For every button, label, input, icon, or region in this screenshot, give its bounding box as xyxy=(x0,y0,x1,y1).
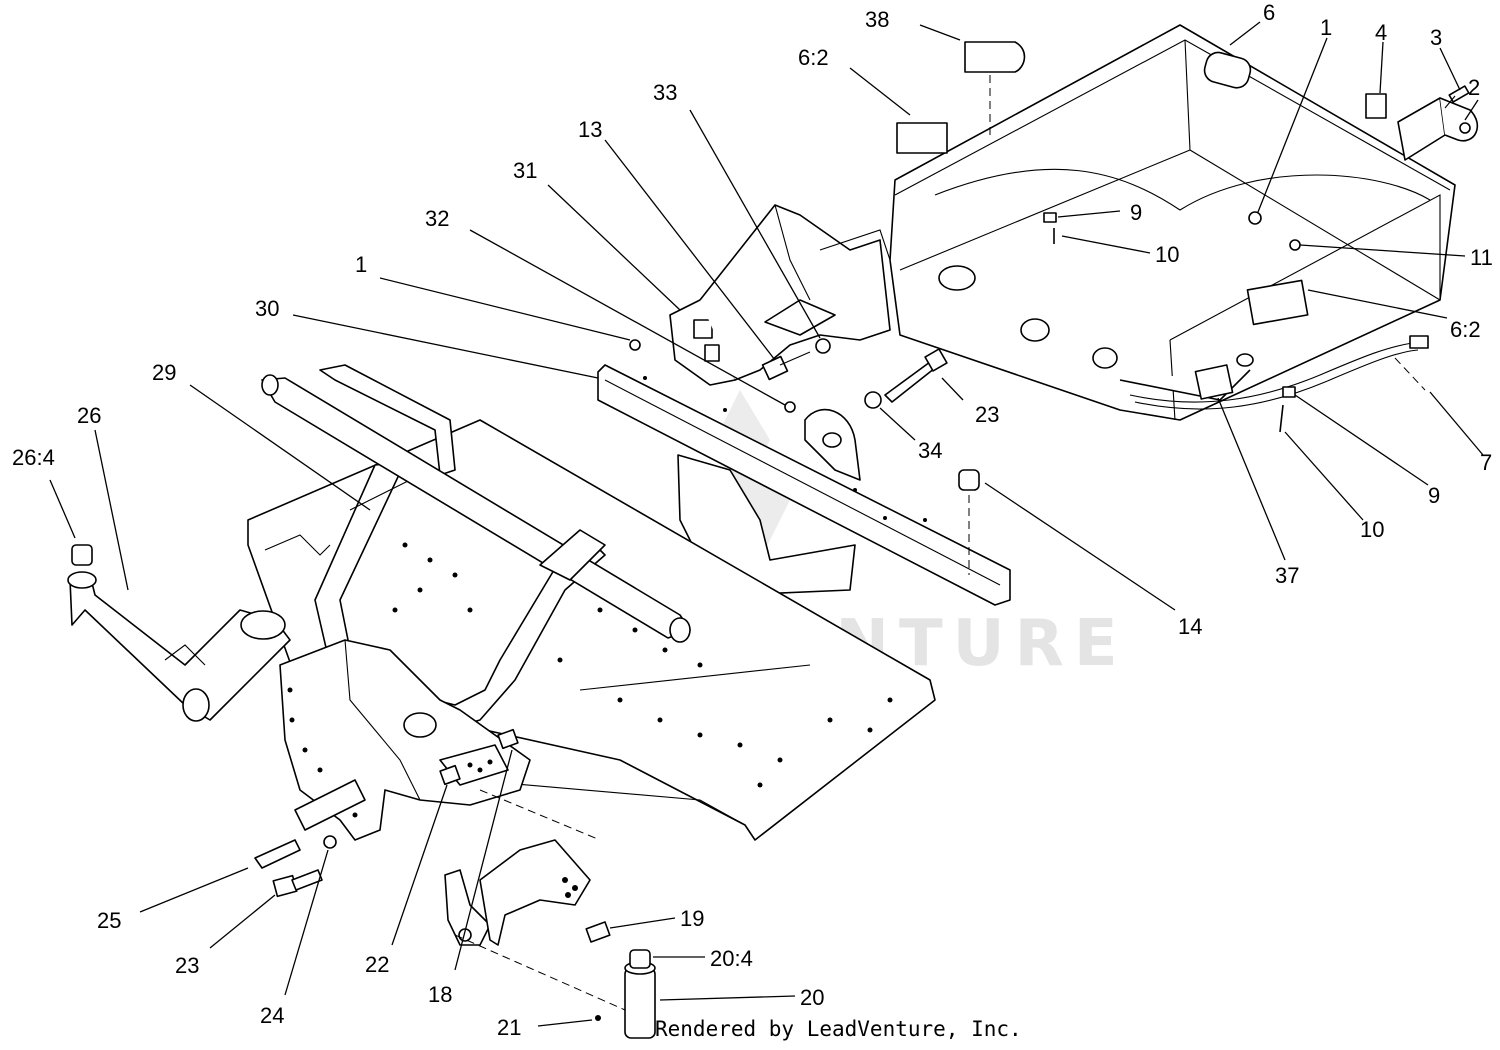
callout-32: 32 xyxy=(425,206,449,231)
callout-9-lower: 9 xyxy=(1428,483,1440,508)
bolt-3 xyxy=(1444,85,1470,109)
callout-11: 11 xyxy=(1470,245,1493,270)
callout-23-upper: 23 xyxy=(975,402,999,427)
callout-6: 6 xyxy=(1263,0,1275,25)
nut-11 xyxy=(1289,239,1301,251)
nut-1 xyxy=(629,339,641,351)
callout-24: 24 xyxy=(260,1003,284,1028)
decal-38 xyxy=(964,41,1026,140)
decal-37 xyxy=(1194,364,1234,400)
hitch-frame-13 xyxy=(699,204,891,381)
callout-26: 26 xyxy=(77,403,101,428)
knob-14 xyxy=(958,469,980,575)
rear-frame-6 xyxy=(889,24,1456,421)
bolt-23-lower xyxy=(272,869,323,898)
callout-22: 22 xyxy=(365,952,389,977)
callout-2: 2 xyxy=(1468,75,1480,100)
callout-7: 7 xyxy=(1480,450,1492,475)
screw-9-lower xyxy=(1282,386,1296,398)
render-credit: Rendered by LeadVenture, Inc. xyxy=(655,1017,1022,1041)
callout-30: 30 xyxy=(255,296,279,321)
callout-38: 38 xyxy=(865,7,889,32)
decal-6-2-lower xyxy=(1246,279,1309,326)
callout-33: 33 xyxy=(653,80,677,105)
bolt-18 xyxy=(497,728,519,750)
caster-arm-26 xyxy=(67,571,291,722)
callout-6-2-upper: 6:2 xyxy=(798,45,829,70)
callout-6-2-lower: 6:2 xyxy=(1450,317,1481,342)
bracket-2 xyxy=(1397,97,1479,161)
callout-31: 31 xyxy=(513,158,537,183)
screw-9-upper xyxy=(1043,212,1057,223)
callout-9-upper: 9 xyxy=(1130,200,1142,225)
callout-19: 19 xyxy=(680,906,704,931)
leader-lines xyxy=(49,21,1484,1027)
callout-25: 25 xyxy=(97,908,121,933)
nut-32 xyxy=(784,401,796,413)
callout-1-lower: 1 xyxy=(355,252,367,277)
cap-20-4 xyxy=(629,949,651,969)
callout-10-lower: 10 xyxy=(1360,517,1384,542)
callout-13: 13 xyxy=(578,117,602,142)
washer-33 xyxy=(815,338,831,354)
callout-10-upper: 10 xyxy=(1155,242,1179,267)
callout-23-lower: 23 xyxy=(175,953,199,978)
bolt-13 xyxy=(761,351,811,381)
decal-4 xyxy=(1365,93,1387,119)
callout-labels: 38 6 1 4 3 2 6:2 33 13 31 32 1 30 9 10 1… xyxy=(12,0,1493,1040)
callout-14: 14 xyxy=(1178,614,1202,639)
spacer-22 xyxy=(439,764,461,786)
wire-harness xyxy=(1129,335,1429,410)
nut-1-upper xyxy=(1248,211,1262,225)
callout-21: 21 xyxy=(497,1015,521,1040)
bolt-23-upper xyxy=(884,348,948,403)
bolt-19 xyxy=(585,921,611,943)
callout-3: 3 xyxy=(1430,25,1442,50)
callout-37: 37 xyxy=(1275,563,1299,588)
washer-24 xyxy=(323,835,337,849)
cap-26-4 xyxy=(71,544,93,566)
decal-6-2-upper xyxy=(896,122,948,154)
callout-18: 18 xyxy=(428,982,452,1007)
bolt-25 xyxy=(254,839,301,869)
grab-handle-29 xyxy=(261,364,691,731)
callout-34: 34 xyxy=(918,438,942,463)
callout-20: 20 xyxy=(800,985,824,1010)
washer-34 xyxy=(864,391,882,409)
callout-29: 29 xyxy=(152,360,176,385)
pedal-bracket xyxy=(444,839,591,946)
axle-pin xyxy=(294,779,366,831)
callout-26-4: 26:4 xyxy=(12,445,55,470)
channel-30 xyxy=(597,364,1011,606)
callout-20-4: 20:4 xyxy=(710,946,753,971)
grease-fitting-21 xyxy=(595,1015,601,1021)
callout-4: 4 xyxy=(1375,20,1387,45)
pin-10-lower xyxy=(1279,404,1284,433)
callout-1-upper: 1 xyxy=(1320,15,1332,40)
floor-pan xyxy=(247,419,936,841)
caster-20 xyxy=(624,961,656,1039)
